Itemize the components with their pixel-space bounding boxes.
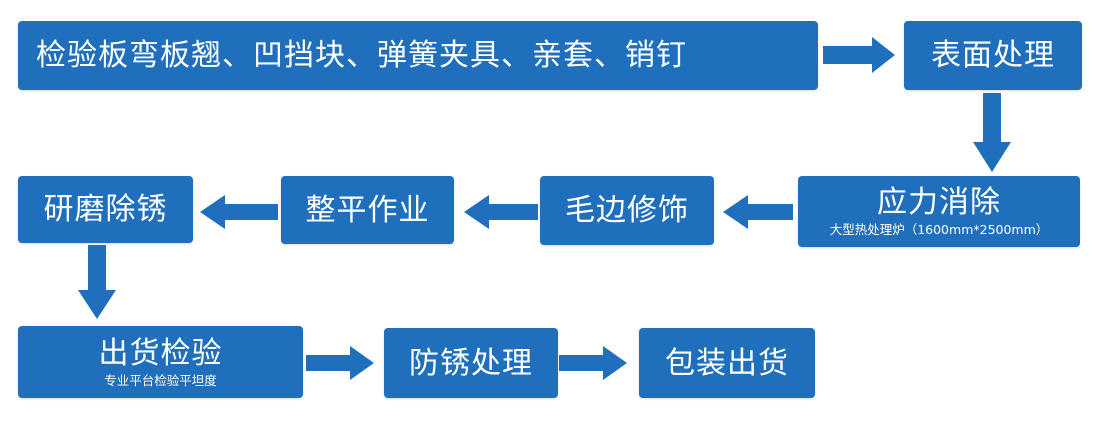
step-rust-prevention: 防锈处理 [384, 328, 558, 398]
arrow-left-1 [723, 195, 793, 229]
step-outgoing-inspection: 出货检验 专业平台检验平坦度 [18, 326, 303, 398]
step-deburr-trim-label: 毛边修饰 [565, 193, 689, 228]
step-stress-relief: 应力消除 大型热处理炉（1600mm*2500mm） [798, 176, 1080, 247]
step-stress-relief-note: 大型热处理炉（1600mm*2500mm） [829, 222, 1049, 237]
step-pack-ship-label: 包装出货 [665, 345, 789, 381]
step-surface-treatment: 表面处理 [904, 21, 1082, 90]
step-stress-relief-label: 应力消除 [877, 185, 1001, 220]
step-deburr-trim: 毛边修饰 [540, 176, 714, 245]
step-inspect-parts: 检验板弯板翘、凹挡块、弹簧夹具、亲套、销钉 [18, 21, 818, 90]
step-rust-prevention-label: 防锈处理 [409, 345, 533, 381]
step-outgoing-inspection-label: 出货检验 [98, 335, 223, 371]
step-outgoing-inspection-note: 专业平台检验平坦度 [104, 372, 217, 388]
arrow-right-2 [306, 346, 374, 380]
step-pack-ship: 包装出货 [639, 328, 815, 398]
arrow-left-2 [464, 195, 538, 229]
arrow-right-3 [559, 346, 627, 380]
arrow-left-3 [200, 195, 278, 229]
step-inspect-parts-label: 检验板弯板翘、凹挡块、弹簧夹具、亲套、销钉 [36, 38, 687, 73]
step-grind-derust-label: 研磨除锈 [43, 192, 168, 227]
arrow-right-1 [823, 37, 895, 73]
step-surface-treatment-label: 表面处理 [931, 38, 1055, 73]
step-leveling: 整平作业 [281, 176, 454, 244]
step-grind-derust: 研磨除锈 [18, 176, 193, 243]
arrow-down-2 [78, 245, 116, 319]
step-leveling-label: 整平作业 [305, 192, 430, 228]
arrow-down-1 [973, 93, 1011, 172]
